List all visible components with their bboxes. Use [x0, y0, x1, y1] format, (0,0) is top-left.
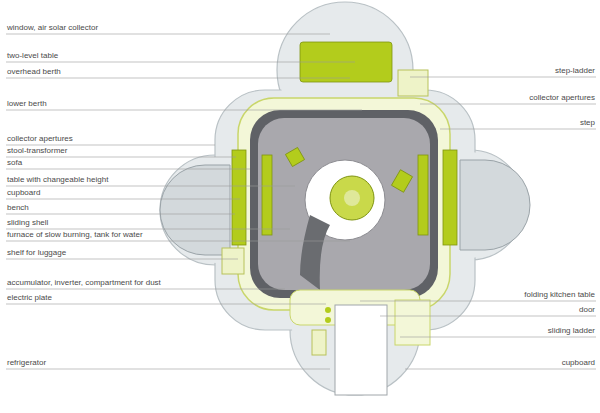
part-label: overhead berth — [6, 67, 62, 77]
part-label: sliding ladder — [547, 326, 596, 336]
part-label: step — [579, 118, 596, 128]
part-label: sliding shell — [6, 218, 49, 228]
part-label: bench — [6, 203, 30, 213]
part-label: cupboard — [561, 358, 596, 368]
part-label: step-ladder — [554, 66, 596, 76]
part-label: two-level table — [6, 51, 59, 61]
part-label: window, air solar collector — [6, 23, 99, 33]
part-label: electric plate — [6, 293, 53, 303]
part-label: stool-transformer — [6, 146, 68, 156]
part-label: table with changeable height — [6, 175, 109, 185]
part-label: collector apertures — [6, 134, 74, 144]
part-label: furnace of slow burning, tank for water — [6, 230, 144, 240]
part-label: accumulator, inverter, compartment for d… — [6, 278, 162, 288]
part-label: cupboard — [6, 188, 41, 198]
part-label: sofa — [6, 158, 23, 168]
part-label: lower berth — [6, 99, 48, 109]
part-label: shelf for luggage — [6, 248, 67, 258]
part-label: refrigerator — [6, 358, 47, 368]
part-label: folding kitchen table — [523, 290, 596, 300]
part-label: door — [578, 305, 596, 315]
part-label: collector apertures — [528, 93, 596, 103]
